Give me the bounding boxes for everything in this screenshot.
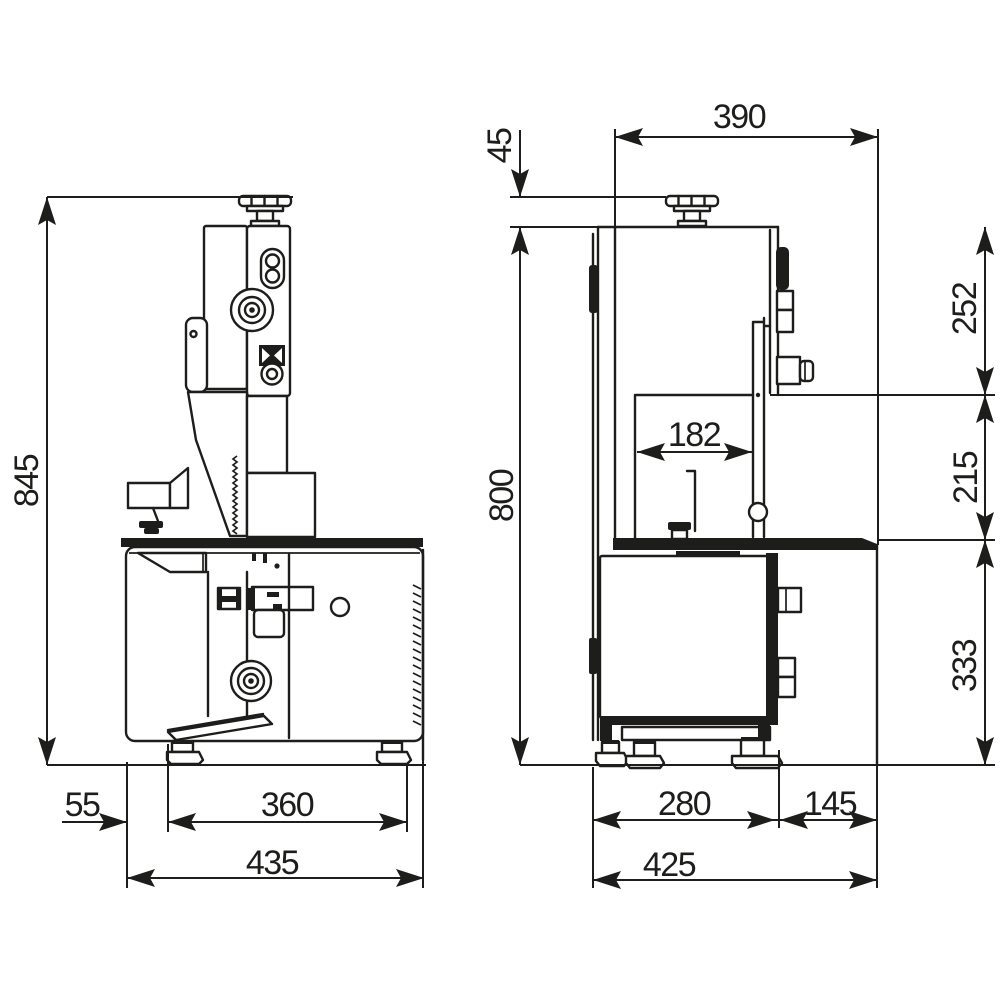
extension-lines-left — [126, 744, 424, 888]
door-edge — [766, 553, 778, 724]
crumb-tray — [166, 712, 274, 742]
extension-lines-right — [592, 750, 878, 888]
work-table — [121, 538, 423, 547]
table-clamp-knob — [668, 522, 691, 541]
guide-arm — [126, 466, 190, 534]
dim-435-label: 435 — [246, 844, 299, 882]
head-latch — [259, 345, 285, 386]
dim-252-label: 252 — [946, 282, 984, 335]
dim-145-label: 145 — [804, 785, 857, 823]
upper-star-knob — [229, 287, 275, 333]
dim-360-label: 360 — [261, 786, 314, 824]
saw-blade — [231, 455, 239, 535]
door-handle — [248, 585, 315, 639]
left-view-machine — [121, 194, 425, 766]
dim-845-label: 845 — [8, 454, 46, 507]
dim-45-label: 45 — [481, 128, 519, 163]
saw-column — [186, 390, 317, 539]
power-switch — [775, 289, 795, 334]
lower-cabinet — [124, 545, 425, 743]
switch-pad — [776, 247, 789, 290]
guide-wire — [685, 469, 697, 533]
door-hinge — [776, 656, 797, 699]
blade-guard-bar — [747, 316, 772, 539]
dim-425-label: 425 — [643, 846, 696, 884]
dim-390-label: 390 — [713, 98, 766, 136]
right-view-machine — [589, 194, 879, 770]
dim-182-label: 182 — [668, 416, 721, 454]
drain-fitting — [776, 586, 803, 614]
dim-333-label: 333 — [946, 639, 984, 692]
lock-plate — [216, 586, 242, 611]
vent-slats — [412, 584, 422, 726]
dim-215-label: 215 — [947, 451, 985, 504]
lower-cabinet-side — [589, 543, 879, 767]
dim-55-label: 55 — [65, 786, 100, 824]
dim-280-label: 280 — [658, 785, 711, 823]
throat-opening — [633, 393, 755, 541]
tension-knob-side — [775, 355, 815, 386]
dimensions-right-view: 45 390 800 252 182 215 333 280 145 425 — [481, 98, 995, 889]
door-hole — [329, 596, 351, 618]
work-table-side — [613, 538, 877, 550]
table-support — [676, 551, 740, 557]
lower-star-knob — [229, 659, 273, 703]
dim-800-label: 800 — [483, 469, 521, 522]
dimensions-left-view: 845 55 360 435 — [8, 196, 426, 888]
chip-chute — [136, 551, 208, 574]
hinge-bar-lower — [589, 638, 597, 674]
hinge-bar-upper — [589, 265, 598, 313]
handwheel-side — [664, 194, 720, 228]
tension-indicator — [259, 247, 286, 290]
